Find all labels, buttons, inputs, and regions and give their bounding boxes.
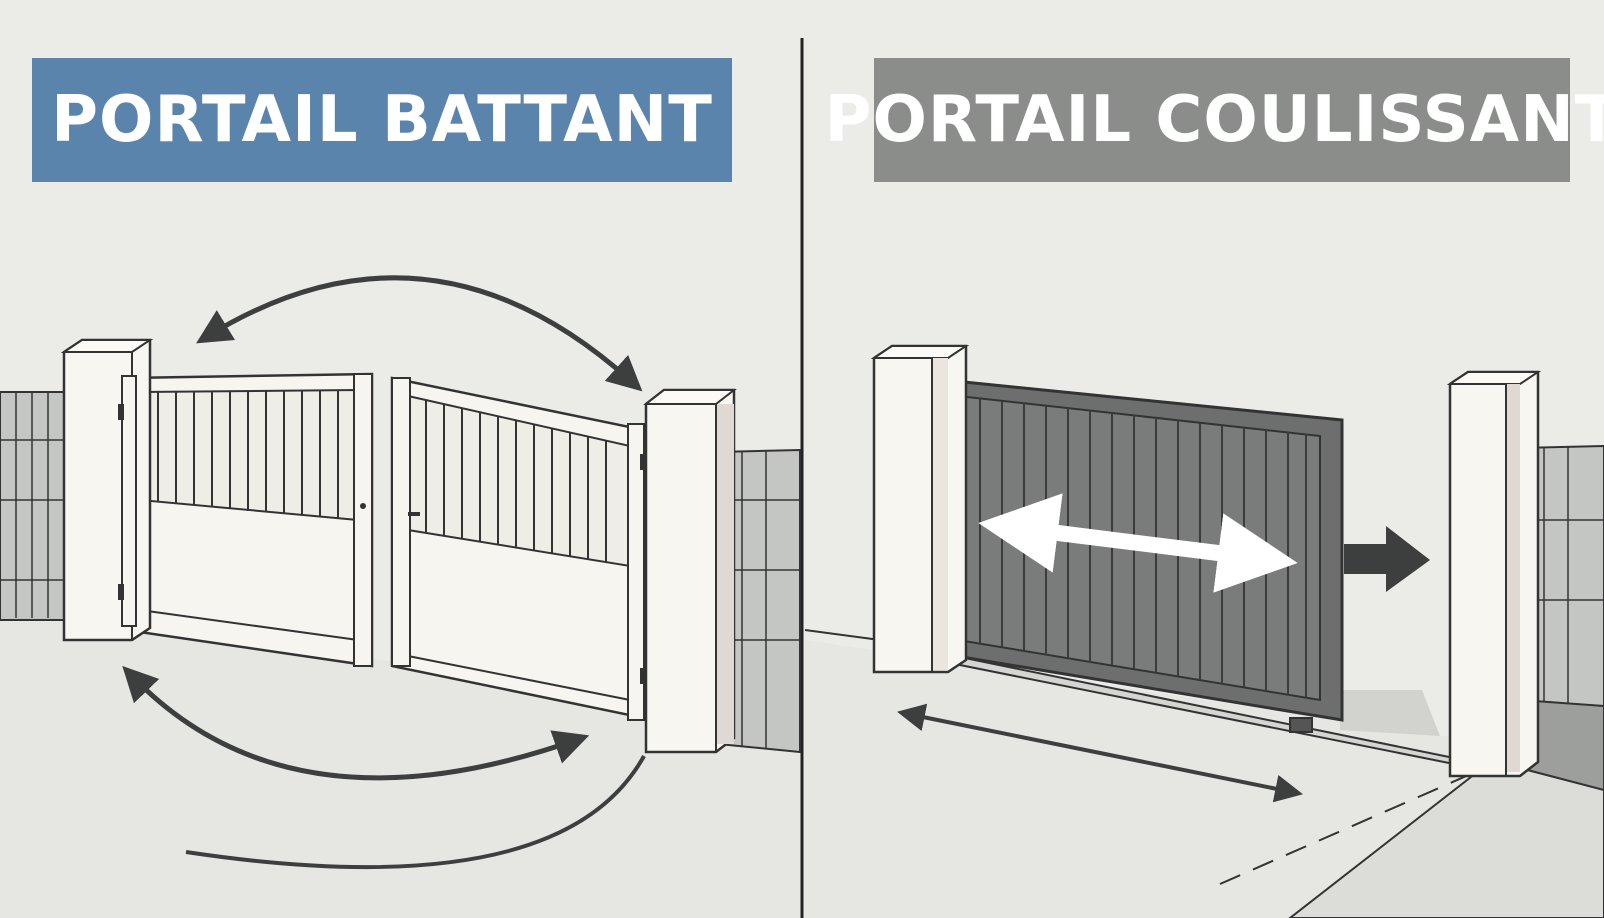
gate-shadow [1340,690,1440,736]
title-swing-gate: PORTAIL BATTANT [51,83,713,157]
curved-arrow-icon [122,665,590,781]
swing-arc [185,755,646,870]
title-banner-sliding: PORTAIL COULISSANT [825,58,1604,182]
title-banner-swing: PORTAIL BATTANT [32,58,732,182]
fence-left [0,391,67,621]
slide-direction-arrow-icon [1344,526,1430,592]
pillar-left-2 [870,344,970,674]
horizontal-double-arrow-icon [978,493,1298,593]
pillar-left [60,338,154,642]
pillar-right-2 [1446,370,1542,778]
fence-right-2 [1519,444,1604,792]
gate-leaf-left [124,372,374,668]
title-sliding-gate: PORTAIL COULISSANT [824,83,1604,157]
width-double-arrow-icon [897,703,1303,803]
swing-gate-scene [0,275,801,870]
pillar-right [627,388,737,754]
ground-edge [804,629,881,641]
curved-double-arrow-icon [196,275,643,392]
gate-leaf-right [390,376,646,720]
sliding-gate-scene [804,344,1604,885]
